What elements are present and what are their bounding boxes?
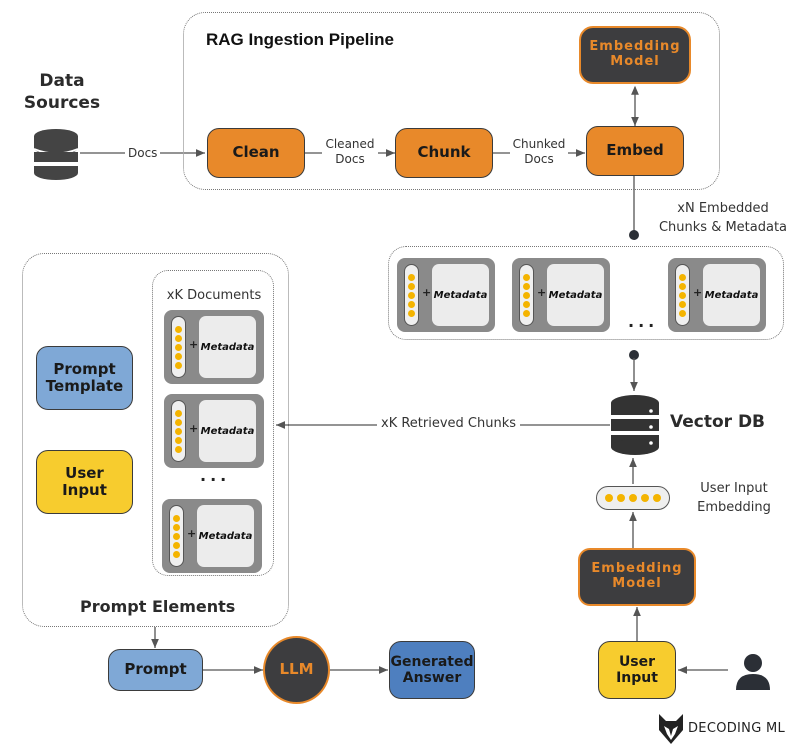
metadata-block: Metadata xyxy=(199,316,256,378)
edge-label-chunked-docs: Chunked Docs xyxy=(510,137,568,167)
embedded-chunk: + Metadata xyxy=(397,258,495,332)
fox-logo-icon xyxy=(659,714,683,744)
embedded-chunk: + Metadata xyxy=(668,258,766,332)
ellipsis: ... xyxy=(628,312,659,331)
prompt-elements-container xyxy=(22,253,289,627)
brand-name: DECODING ML xyxy=(688,721,786,736)
metadata-block: Metadata xyxy=(199,400,256,462)
document-chunk: + Metadata xyxy=(164,310,264,384)
metadata-block: Metadata xyxy=(197,505,254,567)
user-input-query[interactable]: User Input xyxy=(598,641,676,699)
embedding-vector-icon xyxy=(404,264,419,326)
ingestion-pipeline-container xyxy=(183,12,720,190)
embedded-chunks-container xyxy=(388,246,784,340)
edge-label-cleaned-docs: Cleaned Docs xyxy=(322,137,378,167)
metadata-block: Metadata xyxy=(703,264,760,326)
llm-node[interactable]: LLM xyxy=(263,636,330,704)
metadata-block: Metadata xyxy=(547,264,604,326)
embedding-model-query[interactable]: Embedding Model xyxy=(578,548,696,606)
embed-step[interactable]: Embed xyxy=(586,126,684,176)
prompt-template[interactable]: Prompt Template xyxy=(36,346,133,410)
embedding-vector-icon xyxy=(169,505,184,567)
database-icon xyxy=(33,129,79,180)
embedding-vector-icon xyxy=(171,400,186,462)
vector-db-label: Vector DB xyxy=(670,412,766,432)
edge-label-retrieved-chunks: xK Retrieved Chunks xyxy=(377,416,521,433)
documents-title: xK Documents xyxy=(166,288,262,303)
metadata-block: Metadata xyxy=(432,264,489,326)
prompt-box[interactable]: Prompt xyxy=(108,649,203,691)
embedded-chunks-label: xN Embedded Chunks & Metadata xyxy=(648,200,798,238)
pipeline-title: RAG Ingestion Pipeline xyxy=(206,30,394,49)
connector-dot xyxy=(629,230,639,240)
clean-step[interactable]: Clean xyxy=(207,128,305,178)
documents-container xyxy=(152,270,274,576)
data-sources-label: Data Sources xyxy=(23,71,101,114)
document-chunk: + Metadata xyxy=(164,394,264,468)
embedding-vector-icon xyxy=(519,264,534,326)
embedding-vector-icon xyxy=(675,264,690,326)
user-input-prompt[interactable]: User Input xyxy=(36,450,133,514)
edge-label-docs: Docs xyxy=(125,146,161,161)
embedding-vector-icon xyxy=(171,316,186,378)
chunk-step[interactable]: Chunk xyxy=(395,128,493,178)
generated-answer[interactable]: Generated Answer xyxy=(389,641,475,699)
user-input-embedding-label: User Input Embedding xyxy=(684,480,784,518)
prompt-elements-title: Prompt Elements xyxy=(80,597,236,616)
connector-dot xyxy=(629,350,639,360)
embedded-chunk: + Metadata xyxy=(512,258,610,332)
document-chunk: + Metadata xyxy=(162,499,262,573)
vector-db-icon xyxy=(610,395,660,455)
user-icon xyxy=(736,654,770,690)
embedding-model-ingestion[interactable]: Embedding Model xyxy=(579,26,691,84)
user-input-embedding-vector xyxy=(596,486,670,510)
ellipsis: ... xyxy=(200,466,231,485)
